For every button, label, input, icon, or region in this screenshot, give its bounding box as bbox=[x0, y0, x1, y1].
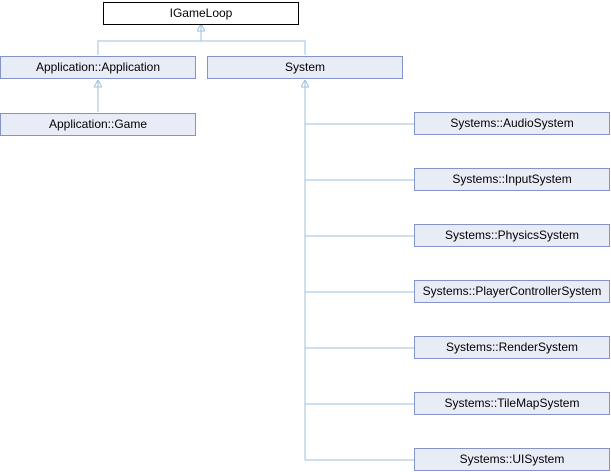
node-systems-inputsystem[interactable]: Systems::InputSystem bbox=[414, 168, 610, 191]
node-system[interactable]: System bbox=[207, 56, 403, 79]
node-application-application[interactable]: Application::Application bbox=[0, 56, 196, 79]
node-systems-audiosystem[interactable]: Systems::AudioSystem bbox=[414, 112, 610, 135]
edge-application-to-igameloop bbox=[97, 25, 201, 55]
node-systems-playercontrollersystem[interactable]: Systems::PlayerControllerSystem bbox=[414, 280, 610, 303]
node-systems-physicssystem[interactable]: Systems::PhysicsSystem bbox=[414, 224, 610, 247]
node-systems-tilemapsystem[interactable]: Systems::TileMapSystem bbox=[414, 392, 610, 415]
node-systems-uisystem[interactable]: Systems::UISystem bbox=[414, 448, 610, 471]
edge-system-to-igameloop bbox=[201, 40, 306, 55]
node-igameloop: IGameLoop bbox=[103, 2, 299, 25]
node-application-game[interactable]: Application::Game bbox=[0, 113, 196, 136]
node-systems-rendersystem[interactable]: Systems::RenderSystem bbox=[414, 336, 610, 359]
